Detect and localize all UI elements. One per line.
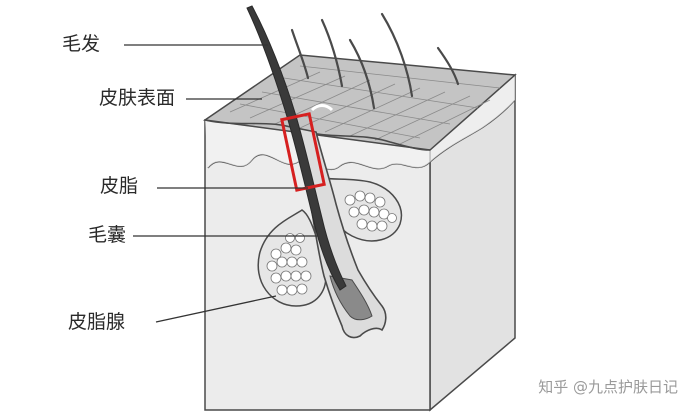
label-skin-surface: 皮肤表面 [99,89,175,108]
watermark: 知乎 @九点护肤日记 [538,376,678,397]
label-hair: 毛发 [62,35,100,54]
label-follicle: 毛囊 [88,226,126,245]
label-sebaceous-gland: 皮脂腺 [68,313,125,332]
label-sebum: 皮脂 [100,177,138,196]
